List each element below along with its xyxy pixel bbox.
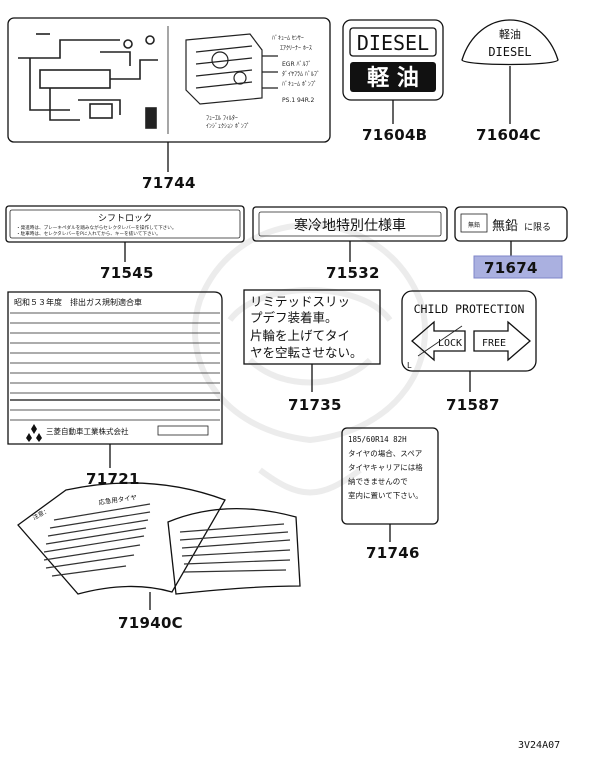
shift-lock-line-2: ・駐車時は、セレクタレバーをPに入れてから、キーを抜いて下さい。 bbox=[16, 230, 161, 237]
lsd-line-3: 片輪を上げてタイ bbox=[250, 328, 350, 343]
svg-text:ﾌｭｰｴﾙ ﾌｨﾙﾀｰ: ﾌｭｰｴﾙ ﾌｨﾙﾀｰ bbox=[206, 115, 238, 122]
unleaded-suffix-text: に限る bbox=[524, 222, 551, 233]
lsd-line-4: ヤを空転させない。 bbox=[250, 345, 363, 360]
svg-text:ﾊﾞｷｭｰﾑ ｾﾝｻｰ: ﾊﾞｷｭｰﾑ ｾﾝｻｰ bbox=[272, 35, 304, 42]
child-protection-title: CHILD PROTECTION bbox=[414, 302, 525, 316]
label-71604c-diesel-dome[interactable]: 軽油 DIESEL 71604C bbox=[461, 19, 559, 144]
emission-title: 昭和５３年度 排出ガス規制適合車 bbox=[14, 297, 142, 307]
svg-text:ﾊﾞｷｭｰﾑ ﾎﾟﾝﾌﾟ: ﾊﾞｷｭｰﾑ ﾎﾟﾝﾌﾟ bbox=[282, 81, 317, 88]
child-l-marker: L bbox=[407, 361, 412, 370]
part-number-71604c: 71604C bbox=[476, 126, 541, 144]
shift-lock-title: シフトロック bbox=[98, 213, 152, 224]
part-number-71735: 71735 bbox=[288, 396, 342, 414]
keiyu-text: 軽 油 bbox=[367, 65, 419, 91]
engine-sketch bbox=[185, 33, 278, 105]
part-number-71545: 71545 bbox=[100, 264, 154, 282]
diagram-code: 3V24A07 bbox=[518, 740, 560, 751]
label-71735-lsd-warning[interactable]: リミテッドスリッ プデフ装着車。 片輪を上げてタイ ヤを空転させない。 7173… bbox=[243, 289, 381, 414]
lock-arrow-left-icon bbox=[411, 320, 466, 362]
svg-text:ｴｱｸﾘｰﾅｰ ﾎｰｽ: ｴｱｸﾘｰﾅｰ ﾎｰｽ bbox=[280, 45, 312, 52]
part-number-71674: 71674 bbox=[484, 259, 538, 277]
emission-rule-lines bbox=[10, 312, 220, 421]
label-71744-engine-vacuum-diagram[interactable]: ﾊﾞｷｭｰﾑ ｾﾝｻｰ ｴｱｸﾘｰﾅｰ ﾎｰｽ EGR ﾊﾞﾙﾌﾞ ﾀﾞｲﾔﾌﾗ… bbox=[7, 17, 331, 192]
cold-region-text: 寒冷地特別仕様車 bbox=[294, 217, 406, 234]
label-71940c-temporary-tire[interactable]: 応急用タイヤ 注意： 71940C bbox=[17, 482, 301, 632]
label-71721-emission[interactable]: 昭和５３年度 排出ガス規制適合車 三菱自動車工業株式会社 71721 bbox=[7, 291, 223, 488]
unleaded-mark-text: 無鉛 bbox=[468, 221, 480, 229]
part-number-71744: 71744 bbox=[142, 174, 196, 192]
label-71674-unleaded-only[interactable]: 無鉛 無鉛 に限る 71674 bbox=[454, 206, 568, 279]
tire-line-2: タイヤの場合、スペア bbox=[348, 448, 422, 458]
lsd-line-2: プデフ装着車。 bbox=[250, 310, 338, 325]
keiyu-small-text: 軽油 bbox=[499, 27, 521, 41]
free-arrow-right-icon bbox=[473, 320, 531, 362]
lsd-line-1: リミテッドスリッ bbox=[250, 294, 350, 309]
diesel-arc-text: DIESEL bbox=[488, 45, 531, 59]
lock-text: LOCK bbox=[438, 338, 462, 349]
diesel-text: DIESEL bbox=[357, 31, 429, 55]
part-number-71746: 71746 bbox=[366, 544, 420, 562]
vacuum-hose-schematic bbox=[18, 33, 158, 129]
part-number-highlight bbox=[473, 255, 563, 279]
svg-text:PS.1 94R.2: PS.1 94R.2 bbox=[282, 97, 315, 104]
engine-callout-text: ﾊﾞｷｭｰﾑ ｾﾝｻｰ ｴｱｸﾘｰﾅｰ ﾎｰｽ EGR ﾊﾞﾙﾌﾞ ﾀﾞｲﾔﾌﾗ… bbox=[206, 35, 320, 130]
part-number-71604b: 71604B bbox=[362, 126, 427, 144]
label-71532-cold-region[interactable]: 寒冷地特別仕様車 71532 bbox=[252, 206, 448, 282]
label-71587-child-protection[interactable]: CHILD PROTECTION LOCK FREE L 71587 bbox=[401, 290, 537, 414]
mitsubishi-name: 三菱自動車工業株式会社 bbox=[46, 426, 129, 436]
part-number-71532: 71532 bbox=[326, 264, 380, 282]
temp-tire-title: 応急用タイヤ bbox=[98, 492, 138, 506]
part-number-71587: 71587 bbox=[446, 396, 500, 414]
svg-text:ｲﾝｼﾞｪｸｼｮﾝ ﾎﾟﾝﾌﾟ: ｲﾝｼﾞｪｸｼｮﾝ ﾎﾟﾝﾌﾟ bbox=[206, 123, 250, 130]
svg-text:EGR ﾊﾞﾙﾌﾞ: EGR ﾊﾞﾙﾌﾞ bbox=[282, 61, 312, 68]
tire-size-text: 185/60R14 82H bbox=[348, 435, 407, 444]
temp-tire-fine-print bbox=[43, 503, 291, 577]
mitsubishi-logo-icon bbox=[26, 424, 42, 442]
part-number-71940c: 71940C bbox=[118, 614, 183, 632]
label-71604b-diesel[interactable]: DIESEL 軽 油 71604B bbox=[342, 19, 444, 144]
tire-line-4: 納できませんので bbox=[348, 476, 408, 486]
label-71746-tire-note[interactable]: 185/60R14 82H タイヤの場合、スペア タイヤキャリアには格 納できま… bbox=[341, 427, 439, 562]
tire-line-5: 室内に置いて下さい。 bbox=[348, 490, 423, 500]
tire-line-3: タイヤキャリアには格 bbox=[348, 462, 423, 472]
free-text: FREE bbox=[482, 338, 506, 349]
svg-text:ﾀﾞｲﾔﾌﾗﾑ ﾊﾞﾙﾌﾞ: ﾀﾞｲﾔﾌﾗﾑ ﾊﾞﾙﾌﾞ bbox=[282, 71, 320, 78]
label-71545-shift-lock[interactable]: シフトロック ・発進時は、ブレーキペダルを踏みながらセレクタレバーを操作して下さ… bbox=[5, 205, 245, 282]
unleaded-main-text: 無鉛 bbox=[492, 219, 518, 234]
shift-lock-line-1: ・発進時は、ブレーキペダルを踏みながらセレクタレバーを操作して下さい。 bbox=[16, 224, 176, 231]
